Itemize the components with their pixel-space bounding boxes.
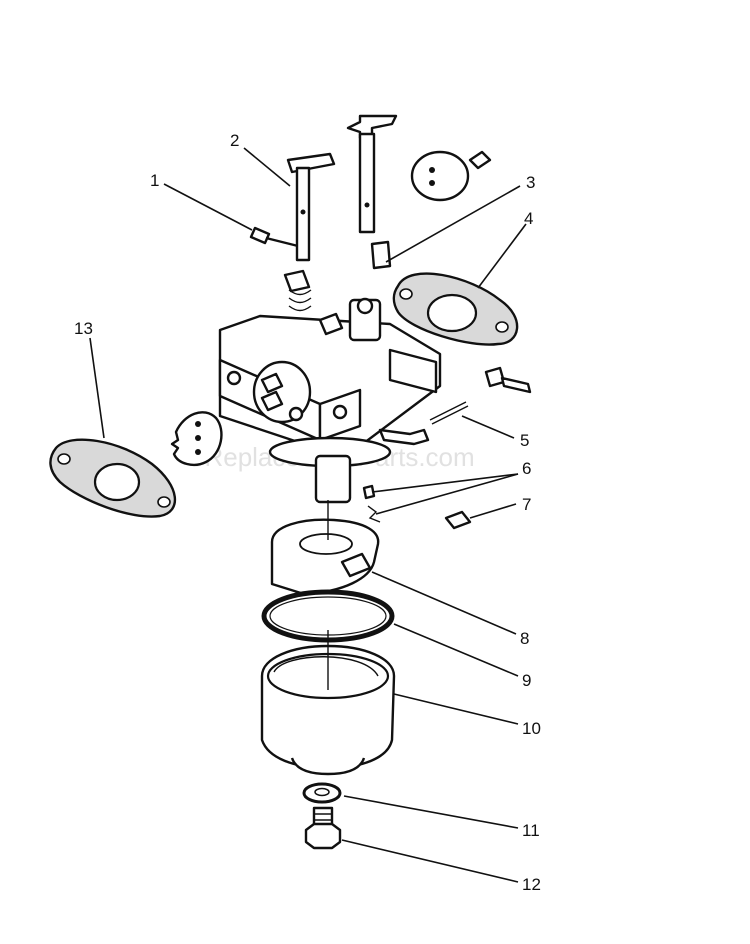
callout-9: 9 <box>522 671 531 690</box>
carburetor-body <box>218 269 442 504</box>
part-10-float-bowl <box>260 630 396 776</box>
part-3-choke-assembly <box>346 114 492 270</box>
callout-numbers: 1 2 3 4 5 6 7 8 9 10 11 12 13 <box>74 131 541 894</box>
part-4-gasket <box>392 272 519 346</box>
leader-lines <box>89 147 527 883</box>
callout-1: 1 <box>150 171 159 190</box>
throttle-plate <box>170 411 223 466</box>
part-1-screw <box>249 226 299 248</box>
callout-8: 8 <box>520 629 529 648</box>
callout-11: 11 <box>522 821 540 840</box>
callout-5: 5 <box>520 431 529 450</box>
part-7-screw <box>444 510 472 530</box>
part-11-washer <box>302 782 342 804</box>
callout-13: 13 <box>74 319 93 338</box>
part-6-pin-clip <box>362 484 381 523</box>
part-13-gasket <box>49 438 176 518</box>
callout-2: 2 <box>230 131 239 150</box>
callout-12: 12 <box>522 875 541 894</box>
callout-7: 7 <box>522 495 531 514</box>
part-12-bowl-nut <box>304 806 342 850</box>
callout-6: 6 <box>522 459 531 478</box>
callout-3: 3 <box>526 173 535 192</box>
part-5-idle-needle <box>429 366 532 425</box>
callout-10: 10 <box>522 719 541 738</box>
part-2-throttle-shaft <box>286 152 336 262</box>
part-8-float <box>270 500 380 596</box>
callout-4: 4 <box>524 209 533 228</box>
